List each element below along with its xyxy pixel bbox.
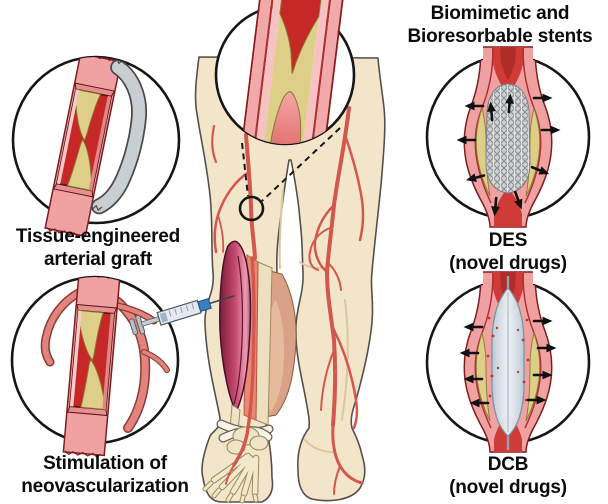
gastrocnemius-muscle	[219, 240, 252, 414]
label-line: Tissue-engineered	[15, 226, 181, 247]
label-line: Bioresorbable stents	[407, 25, 593, 47]
label-des: DES (novel drugs)	[400, 230, 608, 275]
dashed-connector-left	[241, 142, 249, 197]
inset-stenosis-circle	[214, 0, 356, 146]
leg-arteries	[211, 106, 365, 495]
label-dcb: DCB (novel drugs)	[400, 454, 608, 499]
syringe	[129, 294, 235, 335]
magnifier-target-circle	[238, 195, 265, 222]
label-line: (novel drugs)	[449, 476, 567, 498]
label-biomimetic-stents: Biomimetic and Bioresorbable stents	[392, 3, 608, 48]
inset-graft-circle	[11, 55, 181, 239]
inset-neovascularization-circle	[10, 275, 180, 459]
drug-particles	[486, 316, 530, 402]
mesh-stent	[485, 83, 531, 194]
label-line: Stimulation of	[43, 453, 167, 474]
label-neovascularization: Stimulation of neovascularization	[0, 453, 214, 498]
label-line: DES	[488, 230, 528, 251]
dissected-calf	[219, 240, 297, 433]
inset-balloon-circle	[425, 271, 591, 453]
legs-illustration	[194, 56, 386, 504]
label-line: (novel drugs)	[449, 252, 567, 274]
dashed-connector-right	[261, 127, 341, 202]
label-line: arterial graft	[43, 248, 153, 270]
label-line: Biomimetic and	[430, 3, 570, 24]
label-line: neovascularization	[21, 475, 189, 497]
inset-stent-circle	[425, 46, 591, 228]
label-line: DCB	[487, 454, 529, 475]
label-tissue-graft: Tissue-engineered arterial graft	[0, 226, 198, 271]
